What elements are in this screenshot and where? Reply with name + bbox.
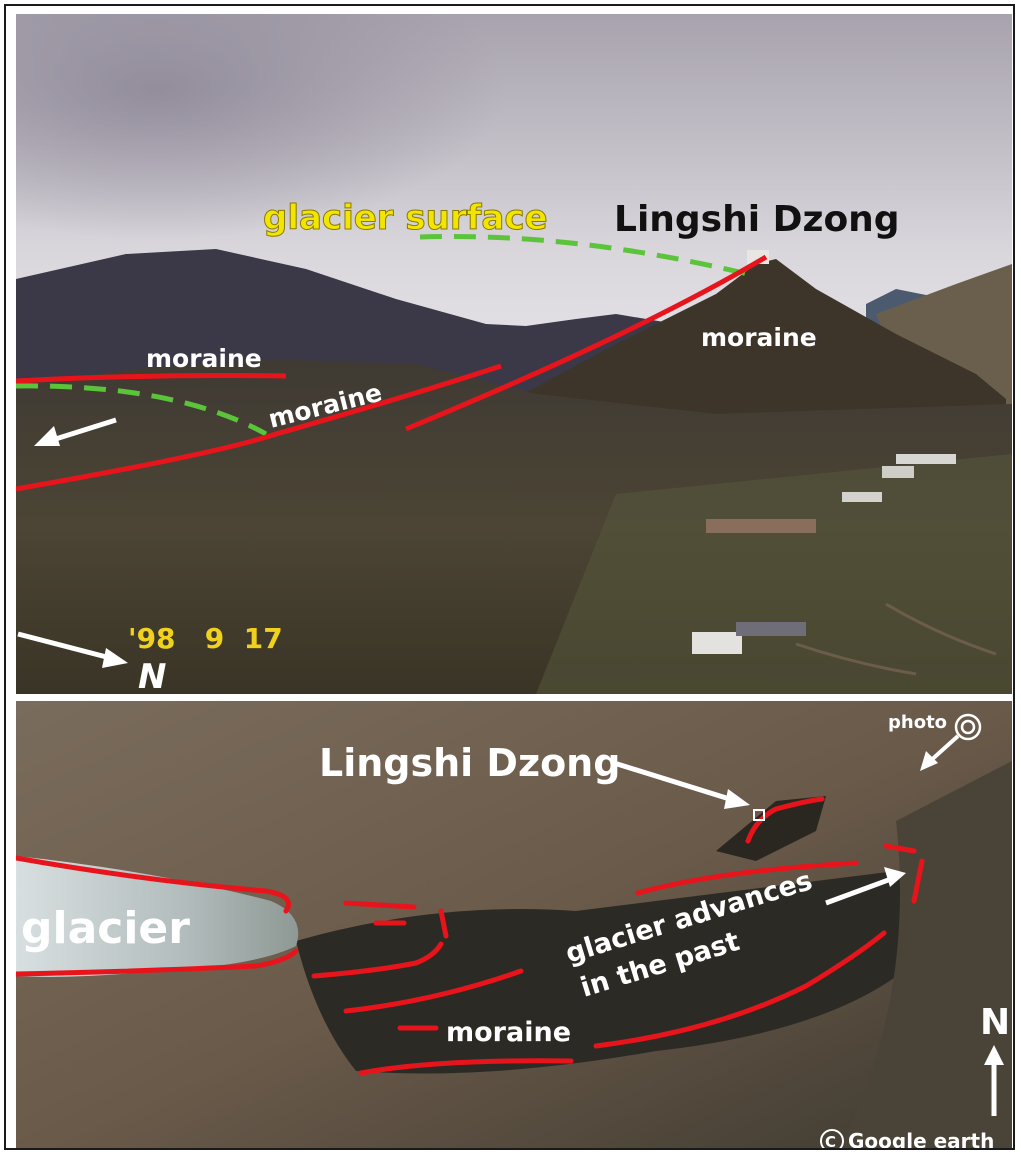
moraine-line-upper-left	[16, 373, 287, 384]
moraine-line	[16, 948, 299, 977]
advances-arrow	[825, 867, 906, 906]
ruins	[706, 519, 816, 533]
north-label-photo: N	[138, 657, 166, 694]
moraine-line	[593, 930, 887, 1049]
glacier-surface-label: glacier surface	[263, 198, 548, 238]
photo-direction-arrow	[920, 734, 960, 771]
flow-arrow	[34, 417, 117, 446]
date-stamp: '98 9 17	[128, 622, 283, 655]
moraine-label-right: moraine	[701, 323, 817, 352]
moraine-line	[438, 908, 449, 939]
copyright-label: Google earth	[848, 1129, 994, 1150]
moraine-line	[635, 860, 859, 896]
moraine-line	[343, 900, 417, 910]
moraine-label-satellite: moraine	[446, 1017, 571, 1048]
building	[882, 466, 914, 478]
site-arrow	[613, 760, 750, 809]
satellite-image: Lingshi Dzong glacier glacier advances i…	[16, 701, 1012, 1150]
north-arrow-satellite	[984, 1045, 1004, 1116]
right-slope	[839, 761, 1012, 1148]
glacier-label: glacier	[21, 903, 190, 954]
building	[692, 632, 742, 654]
north-arrow-photo	[17, 631, 128, 668]
north-label-satellite: N	[980, 1002, 1010, 1043]
figure-frame: glacier surface Lingshi Dzong moraine mo…	[4, 4, 1015, 1150]
copyright-mark: C	[820, 1129, 844, 1150]
ground-photo: glacier surface Lingshi Dzong moraine mo…	[16, 14, 1012, 694]
moraine-line	[311, 941, 444, 979]
glacier-surface-line-lower	[16, 383, 268, 437]
photo-label: photo	[888, 712, 947, 733]
moraine-hill	[486, 259, 1006, 434]
moraine-line	[911, 858, 925, 904]
moraine-line-ridge	[405, 254, 768, 432]
moraine-line-lateral	[16, 363, 502, 492]
moraine-lines	[16, 796, 925, 1076]
copyright-symbol: C	[825, 1133, 836, 1150]
moraine-line	[358, 1058, 574, 1076]
trail	[795, 602, 997, 676]
satellite-image-panel: Lingshi Dzong glacier glacier advances i…	[16, 701, 1012, 1150]
site-label-satellite: Lingshi Dzong	[319, 741, 620, 785]
dzong-marker	[753, 809, 765, 821]
photo-location-icon	[954, 713, 982, 741]
meadow	[536, 454, 1012, 694]
glacier-surface-line-upper	[419, 233, 757, 279]
moraine-line	[883, 843, 917, 854]
building	[896, 454, 956, 464]
site-label-photo: Lingshi Dzong	[614, 199, 900, 240]
building	[842, 492, 882, 502]
valley-floor-dark	[296, 871, 932, 1074]
moraine-line	[16, 855, 291, 914]
building-roof	[736, 622, 806, 636]
moraine-line	[343, 968, 524, 1014]
moraine-line	[745, 796, 825, 844]
dzong-ridge	[716, 796, 826, 861]
ground-photo-panel: glacier surface Lingshi Dzong moraine mo…	[16, 14, 1012, 694]
moraine-label-left: moraine	[146, 344, 262, 373]
glacier-ice	[16, 856, 299, 977]
